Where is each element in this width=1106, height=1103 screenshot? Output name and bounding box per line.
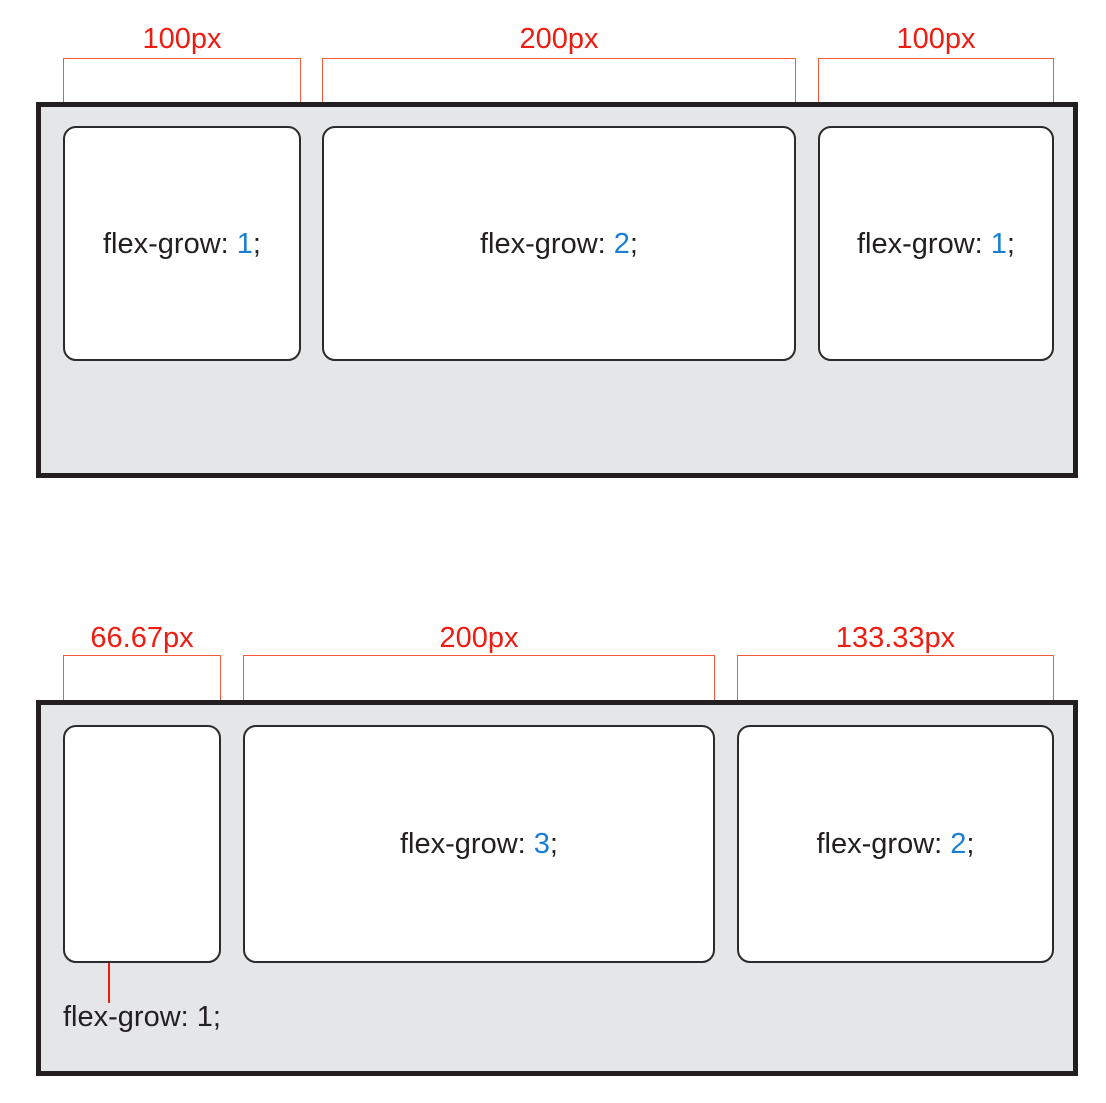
callout-label-row2-item1: flex-grow: 1; xyxy=(63,1000,221,1034)
flex-item-row2-2-suffix: ; xyxy=(549,828,558,860)
callout-label-suffix: ; xyxy=(212,1001,221,1033)
measure-label-row2-col2: 200px xyxy=(439,622,519,654)
measure-row1-col2: 200px xyxy=(322,23,796,126)
measure-label-row1-col1: 100px xyxy=(142,23,222,55)
flex-item-row2-2-value: 3 xyxy=(533,828,550,860)
flex-item-row1-2-property: flex-grow xyxy=(480,227,598,260)
measure-label-row1-col2: 200px xyxy=(519,23,599,55)
flex-item-row2-2-property: flex-grow xyxy=(400,828,518,860)
measure-bracket-row2-col1 xyxy=(63,655,221,725)
measure-row1-col3: 100px xyxy=(818,23,1054,126)
flex-item-row1-3-label: flex-grow: 1; xyxy=(857,227,1015,260)
flex-item-row2-3-value: 2 xyxy=(950,828,967,860)
flex-item-row1-1-property: flex-grow xyxy=(103,227,221,260)
measure-bracket-row2-col2 xyxy=(243,655,715,725)
flex-item-row2-3-property: flex-grow xyxy=(816,828,935,860)
flex-item-row2-2-label: flex-grow: 3; xyxy=(400,828,558,860)
callout-label-value: 1 xyxy=(196,1001,213,1033)
flex-item-row1-3: flex-grow: 1; xyxy=(818,126,1054,361)
flex-item-row1-1-label: flex-grow: 1; xyxy=(103,227,261,260)
measure-label-row1-col3: 100px xyxy=(896,23,976,55)
flex-item-row1-1-suffix: ; xyxy=(252,227,261,260)
measure-bracket-row1-col2 xyxy=(322,58,796,126)
flex-item-row2-3: flex-grow: 2; xyxy=(737,725,1054,963)
flex-item-row1-3-value: 1 xyxy=(990,227,1007,260)
flex-item-row1-1: flex-grow: 1; xyxy=(63,126,301,361)
flex-item-row2-3-label: flex-grow: 2; xyxy=(816,828,975,860)
flex-item-row2-3-suffix: ; xyxy=(966,828,975,860)
measure-bracket-row1-col1 xyxy=(63,58,301,126)
measure-bracket-row2-col3 xyxy=(737,655,1054,725)
flex-item-row1-2-value: 2 xyxy=(613,227,630,260)
flex-item-row1-3-property: flex-grow xyxy=(857,227,975,260)
measure-bracket-row1-col3 xyxy=(818,58,1054,126)
callout-leader-line-row2-item1 xyxy=(108,963,110,1003)
measure-row1-col1: 100px xyxy=(63,23,301,126)
measure-label-row2-col1: 66.67px xyxy=(90,622,194,654)
measure-row2-col1: 66.67px xyxy=(63,622,221,725)
measure-row2-col2: 200px xyxy=(243,622,715,725)
measure-label-row2-col3: 133.33px xyxy=(835,622,956,654)
flex-item-row1-2-suffix: ; xyxy=(629,227,638,260)
callout-label-prefix: flex-grow: xyxy=(63,1001,197,1033)
flex-item-row1-2-label: flex-grow: 2; xyxy=(480,227,638,260)
flex-item-row1-3-suffix: ; xyxy=(1006,227,1015,260)
flex-item-row2-2: flex-grow: 3; xyxy=(243,725,715,963)
flex-item-row1-1-value: 1 xyxy=(236,227,253,260)
measure-row2-col3: 133.33px xyxy=(737,622,1054,725)
flex-item-row1-2: flex-grow: 2; xyxy=(322,126,796,361)
flex-item-row2-1 xyxy=(63,725,221,963)
